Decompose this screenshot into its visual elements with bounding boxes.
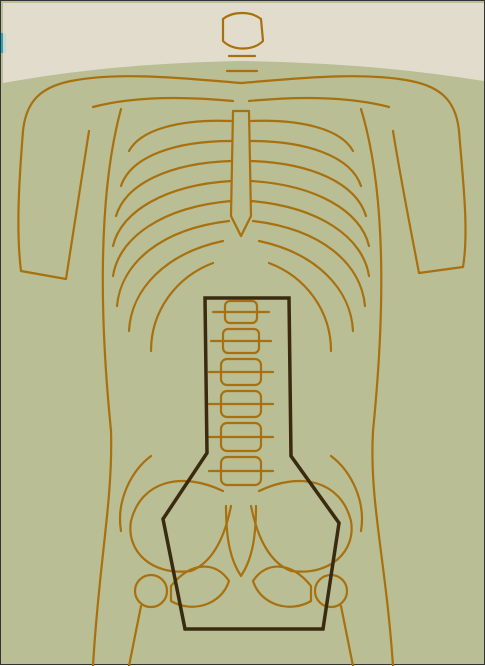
- body-outline-right: [361, 109, 393, 666]
- body-outline-left: [93, 109, 121, 666]
- ribs-right: [251, 121, 369, 351]
- spine: [209, 301, 273, 485]
- right-arm: [393, 131, 466, 273]
- pelvis: [120, 456, 362, 607]
- femoral-head-left: [135, 575, 167, 607]
- left-arm: [18, 131, 89, 279]
- radiation-field-outline: [163, 298, 339, 629]
- femur-right: [341, 606, 353, 666]
- sternum: [231, 111, 251, 236]
- ribs-left: [113, 121, 231, 351]
- femur-left: [129, 606, 141, 666]
- clavicle-left: [93, 98, 233, 107]
- clavicle-right: [249, 98, 389, 107]
- shoulder-left: [23, 76, 241, 131]
- shoulder-right: [241, 76, 459, 131]
